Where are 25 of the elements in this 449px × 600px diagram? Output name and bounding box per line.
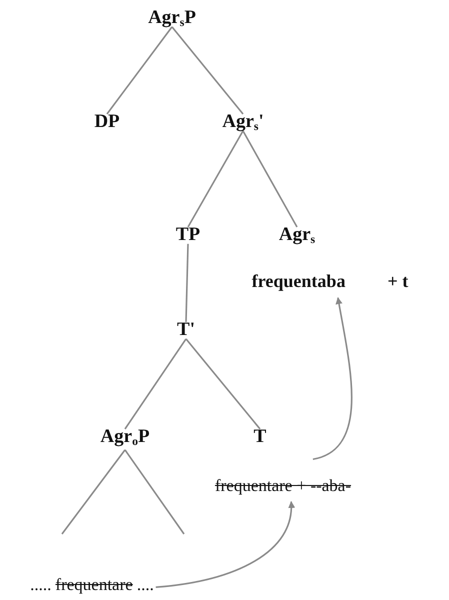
movement-arrow bbox=[312, 297, 352, 460]
category-label: Agr$_{s}$P bbox=[148, 8, 196, 29]
tree-branch bbox=[61, 449, 126, 534]
trace-text: .... bbox=[136, 576, 154, 595]
category-label: DP bbox=[94, 112, 120, 133]
category-label: Agr$_{s}$ bbox=[278, 225, 316, 246]
tree-branch bbox=[106, 26, 173, 114]
tree-branch bbox=[187, 130, 244, 228]
tree-branch bbox=[124, 338, 187, 430]
trace-text: frequentare + --aba- bbox=[214, 477, 352, 496]
tree-branch bbox=[124, 449, 185, 534]
tree-branch bbox=[185, 244, 189, 322]
category-label: Agr$_{o}$P bbox=[100, 427, 150, 448]
tree-branch bbox=[242, 130, 298, 228]
tree-branch bbox=[185, 338, 261, 430]
word-label: frequentaba bbox=[252, 272, 346, 292]
trace-text: ..... bbox=[30, 576, 52, 595]
category-label: T bbox=[254, 427, 266, 448]
category-label: TP bbox=[176, 225, 200, 246]
tree-branch bbox=[171, 26, 244, 114]
trace-text: frequentare bbox=[55, 576, 133, 595]
category-label: T' bbox=[177, 320, 195, 341]
category-label: Agr$_{s}$' bbox=[222, 112, 264, 133]
word-label: + t bbox=[387, 272, 408, 292]
movement-arrow bbox=[156, 501, 294, 588]
